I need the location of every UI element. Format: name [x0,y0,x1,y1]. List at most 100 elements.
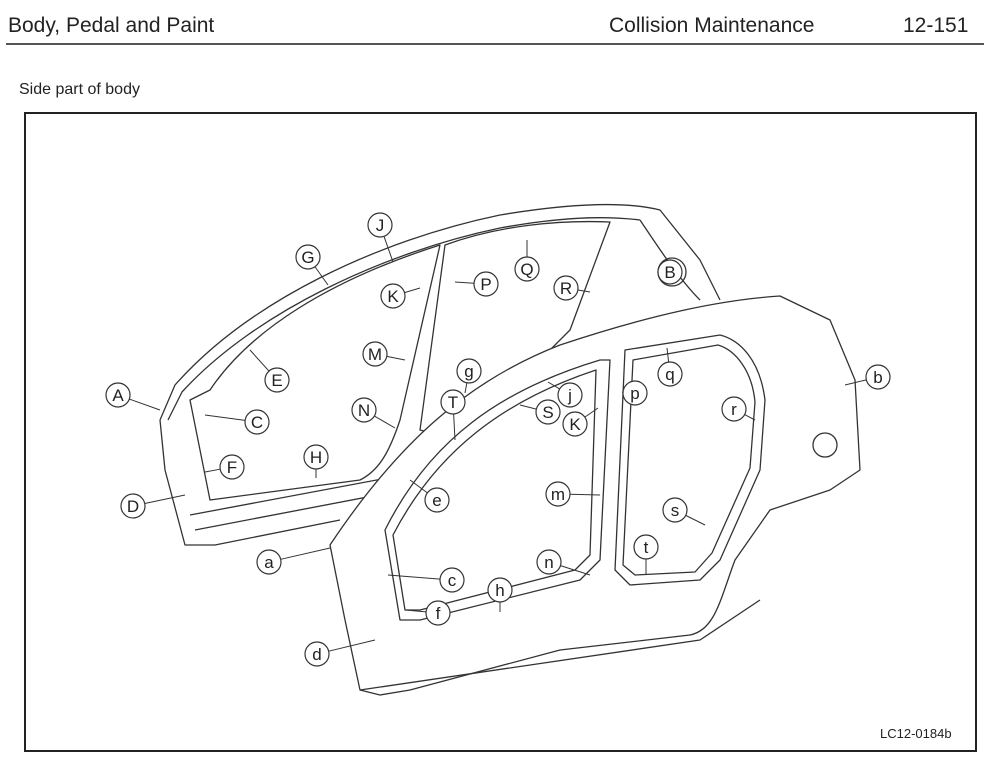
callout-circle [622,380,648,406]
leader-line [519,404,537,410]
callout-label: d [312,645,321,664]
callout-label: D [127,497,139,516]
callout-T: T [440,389,466,441]
leader-line [666,347,670,363]
callout-label: E [271,371,282,390]
callout-j: j [547,381,583,408]
leader-line [744,414,756,421]
callout-label: M [368,345,382,364]
page-number: 12-151 [903,14,969,37]
callout-e: e [409,479,450,513]
callout-s: s [662,497,706,526]
callout-label: A [112,386,124,405]
leader-line [685,514,706,526]
callout-label: f [436,604,441,623]
callout-circle [440,389,466,415]
callout-E: E [249,349,290,393]
callout-circle [536,549,562,575]
leader-line [454,281,475,284]
figure-frame [24,112,977,752]
callout-label: s [671,501,680,520]
callout-K: K [562,407,599,437]
leader-line [204,468,221,473]
callout-circle [264,367,290,393]
callout-label: Q [520,260,533,279]
outer-door-openings [359,334,838,691]
callout-circle [256,549,282,575]
callout-circle [553,275,579,301]
callout-label: m [551,485,565,504]
callout-label: g [464,362,473,381]
callout-r: r [721,396,756,422]
callout-b: b [844,364,891,390]
callout-label: n [544,553,553,572]
header-rule [6,43,984,45]
callout-N: N [351,397,396,429]
callout-label: t [644,538,649,557]
callout-G: G [295,244,329,286]
callout-f: f [404,600,451,626]
callout-m: m [545,481,601,507]
leader-line [249,349,270,372]
leader-line [383,236,394,263]
callout-circle [219,454,245,480]
callout-circle [456,358,482,384]
leader-line [569,493,601,496]
callout-circle [367,212,393,238]
callout-F: F [204,454,245,480]
callout-circle [425,600,451,626]
callout-S: S [519,399,561,425]
callout-B: B [657,259,683,285]
callout-q: q [657,347,683,387]
leader-line [144,494,186,505]
leader-line [204,414,246,421]
callout-d: d [304,639,376,667]
leader-line [387,574,441,580]
header-chapter-title: Collision Maintenance [609,14,815,37]
outer-body-side-outline [329,295,861,696]
callout-label: J [376,216,385,235]
callout-D: D [120,493,186,519]
callout-p: p [621,380,648,406]
callout-c: c [387,567,465,593]
callout-P: P [454,271,499,297]
callout-label: G [301,248,314,267]
callout-label: e [432,491,441,510]
callout-circle [362,341,388,367]
callout-circle [303,444,329,470]
callout-label: N [358,401,370,420]
callout-label: B [664,263,675,282]
leader-line [560,565,591,576]
callout-A: A [105,382,161,411]
figure-code: LC12-0184b [880,726,952,741]
callout-circle [351,397,377,423]
leader-line [547,381,560,390]
callout-label: j [567,386,572,405]
callout-M: M [362,341,406,367]
callout-label: q [665,365,674,384]
callout-circle [562,411,588,437]
callout-C: C [204,409,270,435]
callout-Q: Q [514,240,540,282]
leader-line [844,379,867,386]
callout-circle [424,487,450,513]
callout-circle [105,382,131,408]
callout-circle [487,577,513,603]
callout-circle [657,361,683,387]
callout-label: T [448,393,458,412]
header-section-title: Body, Pedal and Paint [8,14,215,37]
leader-line [386,355,406,361]
callout-label: b [873,368,882,387]
callout-a: a [256,547,331,575]
callout-label: F [227,458,237,477]
callout-H: H [303,444,329,478]
callout-label: K [569,415,581,434]
leader-line [584,407,599,418]
callout-circle [657,259,683,285]
leader-line [374,415,396,429]
callout-t: t [633,534,659,575]
leader-line [409,479,428,494]
callout-circle [380,283,406,309]
